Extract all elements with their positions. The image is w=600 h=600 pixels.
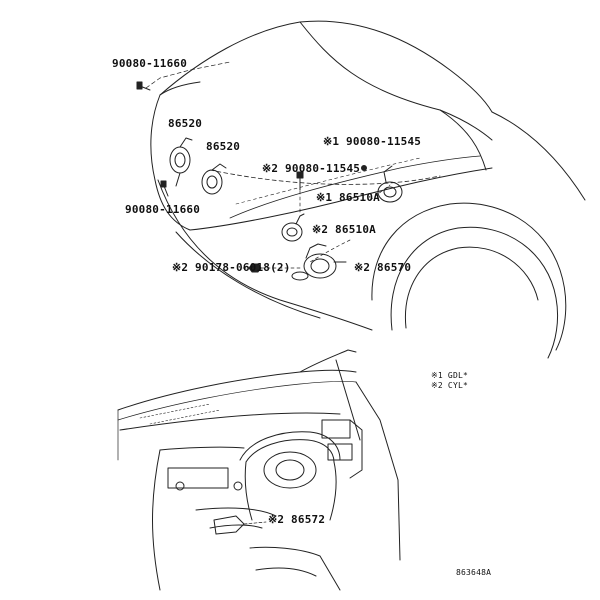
horn-switch-86570 — [291, 243, 347, 281]
label-bolt-90080-11660-top: 90080-11660 — [112, 57, 188, 70]
illustration-number: 863648A — [456, 568, 492, 577]
note-cyl: ※2 CYL* — [431, 381, 469, 390]
note-gdl: ※1 GDL* — [431, 371, 469, 380]
dashboard-view — [117, 349, 401, 591]
label-bolt-90080-11660-bottom: 90080-11660 — [125, 203, 201, 216]
horn-86520-a — [169, 137, 193, 187]
bolt-90080-11545-center — [296, 171, 304, 191]
label-bolt-90080-11545-b: ※2 90080-11545 — [262, 162, 361, 175]
label-horn-86520-a: 86520 — [168, 117, 203, 130]
label-horn-86510a-b: ※2 86510A — [312, 223, 376, 236]
horn-86510a-b — [281, 213, 305, 242]
horn-pad-86572 — [213, 515, 267, 535]
horn-86520-b — [201, 163, 227, 195]
bolt-90080-11660-top — [136, 81, 151, 91]
horn-86510a-a — [361, 165, 403, 203]
label-bolt-90080-11545-a: ※1 90080-11545 — [323, 135, 422, 148]
nut-90178-06018 — [248, 263, 262, 273]
label-horn-86510a-a: ※1 86510A — [316, 191, 380, 204]
label-horn-switch-86570: ※2 86570 — [354, 261, 412, 274]
label-horn-pad-86572: ※2 86572 — [268, 513, 326, 526]
vehicle-front-view — [145, 20, 586, 359]
bolt-90080-11660-bottom — [160, 180, 169, 197]
label-horn-86520-b: 86520 — [206, 140, 241, 153]
label-nut-90178-06018: ※2 90178-06018(2) — [172, 261, 291, 274]
